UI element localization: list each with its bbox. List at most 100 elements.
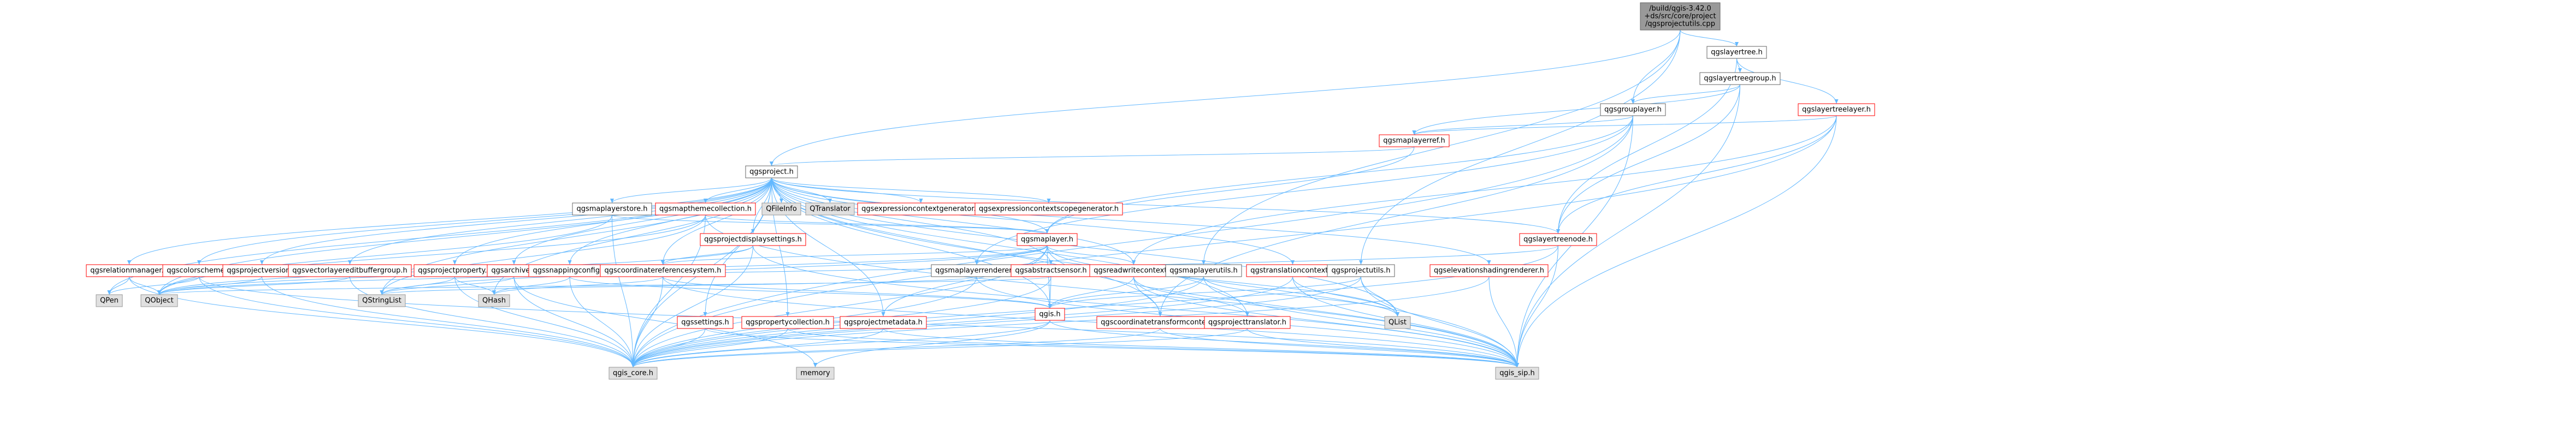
edge-root-to-qgsgrouplayer-h	[1630, 29, 1681, 104]
edge-qgslayertreenode-h-to-qgis-core-h	[631, 245, 1558, 368]
node-QStringList[interactable]: QStringList	[358, 294, 406, 307]
node-qgslayertreelayer-h[interactable]: qgslayertreelayer.h	[1798, 103, 1875, 116]
node-qgselevationshadingrenderer-h[interactable]: qgselevationshadingrenderer.h	[1429, 264, 1549, 277]
node-box	[796, 367, 835, 380]
node-qgsprojectproperty-h[interactable]: qgsprojectproperty.h	[413, 264, 496, 277]
node-qgsarchive-h[interactable]: qgsarchive.h	[487, 264, 541, 277]
node-qgis-h[interactable]: qgis.h	[1035, 308, 1065, 321]
node-qgsprojectutils-h[interactable]: qgsprojectutils.h	[1327, 264, 1395, 277]
node-qgsvectorlayereditbuffergroup-h[interactable]: qgsvectorlayereditbuffergroup.h	[288, 264, 412, 277]
edge-qgsproject-h-to-qgselevationshadingrenderer-h	[771, 177, 1491, 265]
node-label: qgsprojectproperty.h	[418, 267, 492, 275]
node-qgslayertree-h[interactable]: qgslayertree.h	[1706, 46, 1767, 59]
edge-qgsproject-h-to-qgscolorscheme-h	[197, 177, 772, 265]
node-qgspropertycollection-h[interactable]: qgspropertycollection.h	[741, 316, 834, 329]
edge-qgslayertreenode-h-to-QObject	[157, 245, 1558, 295]
node-qgssnappingconfig-h[interactable]: qgssnappingconfig.h	[528, 264, 611, 277]
node-qgscoordinatereferencesystem-h[interactable]: qgscoordinatereferencesystem.h	[600, 264, 726, 277]
edge-qgslayertreelayer-h-to-qgis-core-h	[631, 115, 1837, 368]
node-root[interactable]: /build/qgis-3.42.0+ds/src/core/project/q…	[1640, 2, 1721, 31]
edge-qgscoordinatereferencesystem-h-to-qgis-core-h	[631, 276, 663, 368]
node-qgsmapthemecollection-h[interactable]: qgsmapthemecollection.h	[655, 202, 756, 216]
edge-qgsmaplayerutils-h-to-qgis-sip-h	[1203, 276, 1520, 368]
edge-qgsvectorlayereditbuffergroup-h-to-QObject	[157, 276, 350, 295]
node-qgsmaplayerutils-h[interactable]: qgsmaplayerutils.h	[1165, 264, 1242, 277]
node-label: qgsarchive.h	[491, 267, 536, 275]
node-qgsprojectdisplaysettings-h[interactable]: qgsprojectdisplaysettings.h	[700, 233, 806, 246]
node-label: qgis_core.h	[613, 369, 653, 378]
node-label: qgsproject.h	[749, 168, 794, 176]
node-box	[1519, 233, 1597, 246]
node-label: QStringList	[362, 297, 401, 305]
edge-qgsproject-h-to-QObject	[157, 177, 772, 295]
node-qgscolorscheme-h[interactable]: qgscolorscheme.h	[162, 264, 236, 277]
node-box	[478, 294, 510, 307]
edge-qgsproject-h-to-qgsexpressioncontextscopegenerator-h	[771, 177, 1051, 204]
node-QPen[interactable]: QPen	[96, 294, 123, 307]
edge-qgslayertreelayer-h-to-qgis-sip-h	[1515, 115, 1837, 368]
node-qgsmaplayerref-h[interactable]: qgsmaplayerref.h	[1379, 134, 1450, 147]
node-qgstranslationcontext-h[interactable]: qgstranslationcontext.h	[1246, 264, 1339, 277]
node-label: qgsmaplayerrenderer.h	[935, 267, 1018, 275]
edge-qgsmaplayerstore-h-to-qgsmaplayer-h	[612, 214, 1049, 234]
node-label: QFileInfo	[766, 205, 797, 213]
edge-qgsproject-h-to-qgscoordinatetransformcontext-h	[771, 177, 1162, 317]
node-label: qgslayertreegroup.h	[1704, 75, 1776, 83]
node-QHash[interactable]: QHash	[478, 294, 510, 307]
edge-qgsreadwritecontext-h-to-qgis-h	[1048, 276, 1134, 309]
edge-qgslayertreelayer-h-to-qgsreadwritecontext-h	[1131, 115, 1837, 265]
node-qgsprojectversion-h[interactable]: qgsprojectversion.h	[222, 264, 302, 277]
node-qgscoordinatetransformcontext-h[interactable]: qgscoordinatetransformcontext.h	[1096, 316, 1224, 329]
edge-qgsgrouplayer-h-to-qgscoordinatetransformcontext-h	[1158, 115, 1633, 317]
node-qgsproject-h[interactable]: qgsproject.h	[745, 165, 798, 178]
node-qgssettings-h[interactable]: qgssettings.h	[677, 316, 734, 329]
edge-qgsabstractsensor-h-to-QObject	[157, 276, 1051, 295]
edge-qgslayertreegroup-h-to-qgis-sip-h	[1515, 84, 1740, 368]
edge-qgsmaplayerrenderer-h-to-QStringList	[380, 276, 977, 295]
edge-qgscolorscheme-h-to-qgis-core-h	[199, 276, 635, 368]
node-qgsprojecttranslator-h[interactable]: qgsprojecttranslator.h	[1204, 316, 1291, 329]
node-QList[interactable]: QList	[1384, 316, 1411, 329]
edge-qgsprojectdisplaysettings-h-to-qgscoordinatereferencesystem-h	[660, 245, 753, 265]
node-label: +ds/src/core/project	[1644, 13, 1716, 21]
node-qgis-core-h[interactable]: qgis_core.h	[608, 367, 658, 380]
node-label: QHash	[482, 297, 506, 305]
node-box	[974, 202, 1123, 216]
node-qgsprojectmetadata-h[interactable]: qgsprojectmetadata.h	[840, 316, 927, 329]
node-box	[805, 202, 855, 216]
node-qgsmaplayer-h[interactable]: qgsmaplayer.h	[1017, 233, 1078, 246]
node-qgsexpressioncontextgenerator-h[interactable]: qgsexpressioncontextgenerator.h	[857, 202, 985, 216]
node-qgsmaplayerstore-h[interactable]: qgsmaplayerstore.h	[572, 202, 652, 216]
edge-qgsmaplayer-h-to-qgsreadwritecontext-h	[1047, 245, 1136, 265]
node-qgsabstractsensor-h[interactable]: qgsabstractsensor.h	[1011, 264, 1091, 277]
node-box	[840, 316, 927, 329]
node-box	[96, 294, 123, 307]
node-qgsreadwritecontext-h[interactable]: qgsreadwritecontext.h	[1089, 264, 1178, 277]
node-label: qgis_sip.h	[1499, 369, 1534, 378]
node-qgslayertreegroup-h[interactable]: qgslayertreegroup.h	[1699, 72, 1781, 85]
node-label: qgslayertreenode.h	[1523, 236, 1593, 244]
node-box	[1798, 103, 1875, 116]
node-qgsrelationmanager-h[interactable]: qgsrelationmanager.h	[86, 264, 173, 277]
edge-qgscoordinatereferencesystem-h-to-qgis-sip-h	[663, 276, 1519, 368]
node-box	[1699, 72, 1781, 85]
node-label: qgselevationshadingrenderer.h	[1434, 267, 1544, 275]
node-qgsgrouplayer-h[interactable]: qgsgrouplayer.h	[1600, 103, 1666, 116]
node-QTranslator[interactable]: QTranslator	[805, 202, 855, 216]
node-qgis-sip-h[interactable]: qgis_sip.h	[1495, 367, 1539, 380]
node-label: QTranslator	[810, 205, 850, 213]
node-qgslayertreenode-h[interactable]: qgslayertreenode.h	[1519, 233, 1597, 246]
node-label: qgscoordinatereferencesystem.h	[604, 267, 721, 275]
node-qgsmaplayerrenderer-h[interactable]: qgsmaplayerrenderer.h	[931, 264, 1023, 277]
edge-qgslayertree-h-to-qgslayertreenode-h	[1556, 58, 1737, 234]
edge-qgsreadwritecontext-h-to-qgsprojecttranslator-h	[1133, 276, 1250, 317]
node-qgsexpressioncontextscopegenerator-h[interactable]: qgsexpressioncontextscopegenerator.h	[974, 202, 1123, 216]
node-label: qgssnappingconfig.h	[533, 267, 606, 275]
node-QFileInfo[interactable]: QFileInfo	[761, 202, 801, 216]
edge-qgsprojectutils-h-to-QList	[1361, 276, 1400, 317]
node-box	[761, 202, 801, 216]
node-label: qgsmaplayer.h	[1021, 236, 1073, 244]
node-QObject[interactable]: QObject	[140, 294, 178, 307]
node-memory[interactable]: memory	[796, 367, 835, 380]
node-label: qgsmapthemecollection.h	[659, 205, 752, 213]
